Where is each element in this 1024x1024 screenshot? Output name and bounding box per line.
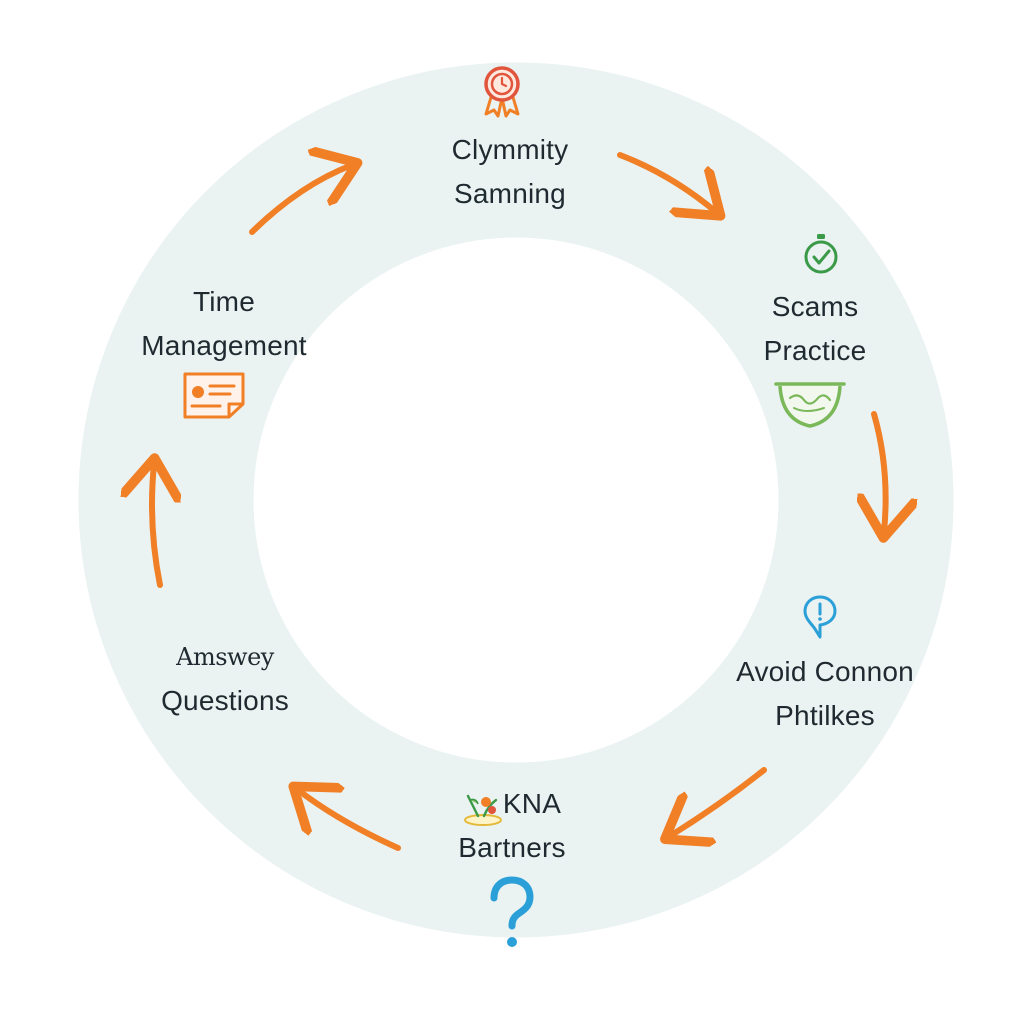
- step-left-lower-line-2: Questions: [161, 685, 289, 716]
- arrow-top-left: [249, 165, 352, 235]
- arrow-top-right: [617, 152, 716, 212]
- award-ribbon-icon: [484, 66, 520, 118]
- step-left-upper-line-1: Time: [193, 286, 255, 317]
- step-left-upper-line-2: Management: [141, 330, 307, 361]
- stopwatch-check-icon: [804, 234, 838, 274]
- step-top-line-2: Samning: [454, 178, 566, 209]
- step-right-upper-line-1: Scams: [771, 291, 859, 322]
- step-bottom-line-1: KNA: [502, 788, 562, 819]
- step-right-lower-line-1: Avoid Connon: [736, 656, 914, 687]
- question-mark-icon: [490, 876, 534, 947]
- bowl-icon: [774, 382, 846, 428]
- step-bottom-line-2: Bartners: [458, 832, 566, 863]
- step-left-lower-line-1: Amswey: [176, 643, 274, 671]
- step-right-lower: Avoid Connon Phtilkes: [700, 650, 950, 738]
- id-card-icon: [183, 372, 245, 419]
- arrow-bottom-left: [298, 790, 401, 851]
- step-right-upper-line-2: Practice: [763, 335, 867, 366]
- cycle-ring: [78, 62, 954, 938]
- step-left-lower: Amswey Questions: [120, 635, 330, 723]
- step-bottom: KNA Bartners: [412, 782, 612, 870]
- alert-pin-icon: [803, 595, 837, 639]
- arrow-left: [152, 464, 160, 588]
- step-left-upper: Time Management: [112, 280, 336, 368]
- step-right-lower-line-2: Phtilkes: [775, 700, 875, 731]
- step-top-line-1: Clymmity: [451, 134, 569, 165]
- step-right-upper: Scams Practice: [705, 285, 925, 373]
- step-top: Clymmity Samning: [410, 128, 610, 216]
- plant-dish-icon: [464, 794, 502, 826]
- arrow-bottom-right: [670, 767, 767, 836]
- arrow-right: [874, 411, 886, 532]
